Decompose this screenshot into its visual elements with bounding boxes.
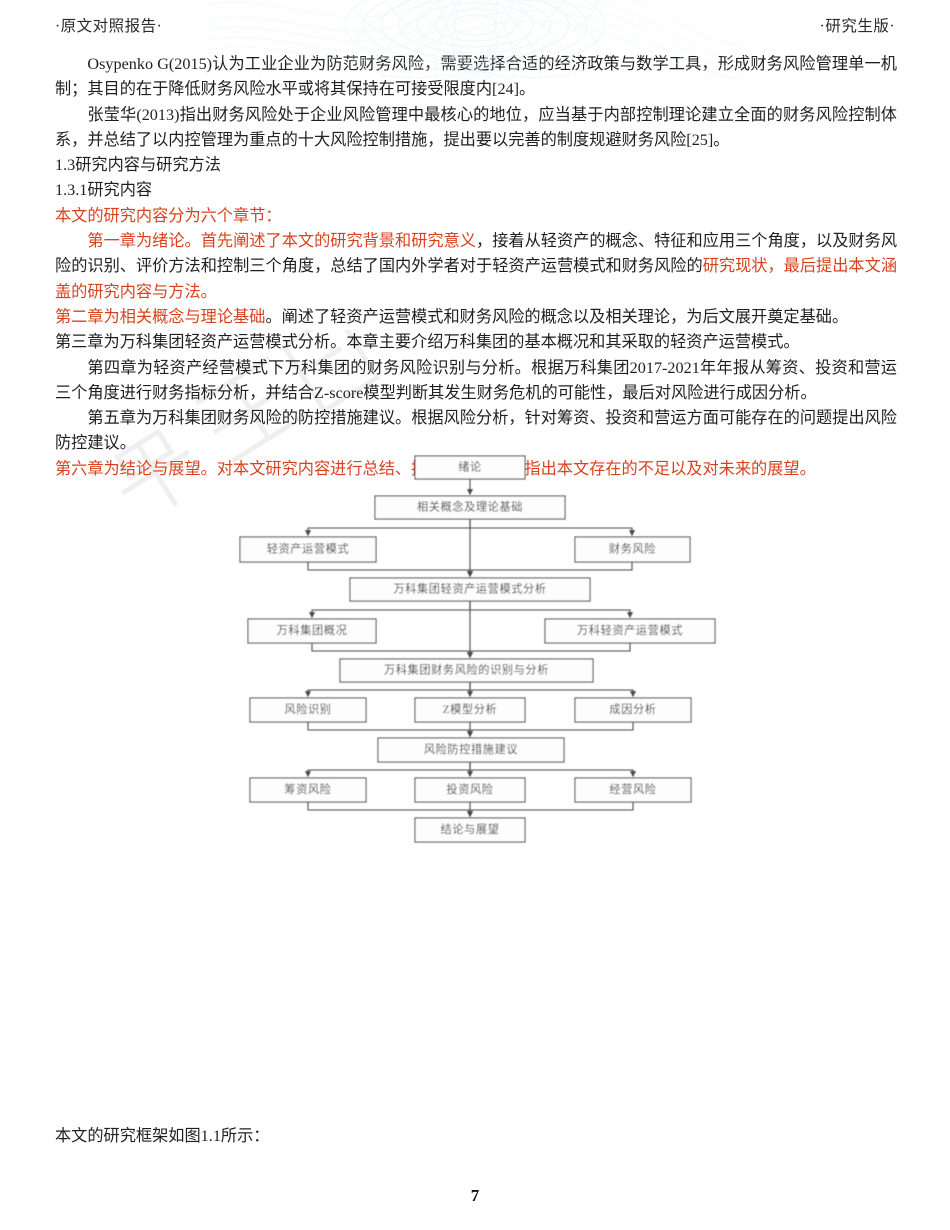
- flowchart-node-label: 风险防控措施建议: [424, 742, 518, 756]
- flowchart-node-box: [574, 536, 691, 563]
- flowchart-node-box: [249, 697, 367, 723]
- flowchart-node-box: [377, 737, 565, 763]
- flowchart-node-box: [247, 618, 377, 644]
- flowchart-node-box: [339, 658, 594, 683]
- flowchart-node-box: [574, 777, 692, 803]
- text-run: 1.3.1研究内容: [55, 181, 153, 200]
- flowchart-node-box: [349, 577, 591, 602]
- flowchart-node: 投资风险: [414, 777, 526, 803]
- flowchart-node-label: 投资风险: [446, 782, 493, 796]
- text-run: 第一章为绪论。首先阐述了本文的研究背景和研究意义: [87, 232, 477, 251]
- flowchart-node-box: [414, 777, 526, 803]
- text-run: ，接着从轻资产的概念、特征和应用三个角度，以及财务风险的识别、评价方法和控制三个…: [55, 232, 898, 276]
- page-header: ·原文对照报告· ·研究生版·: [0, 0, 950, 80]
- flowchart-node-label: 结论与展望: [441, 822, 500, 836]
- flowchart-node-label: 轻资产运营模式: [267, 542, 350, 556]
- flowchart-node: 筹资风险: [249, 777, 367, 803]
- text-run: 张莹华(2013)指出财务风险处于企业风险管理中最核心的地位，应当基于内部控制理…: [55, 105, 897, 149]
- flowchart-node-box: [374, 495, 566, 520]
- flowchart-node-box: [544, 618, 716, 644]
- flowchart-node-label: 财务风险: [609, 542, 656, 556]
- flowchart-node-label: 绪论: [458, 460, 482, 474]
- document-body: Osypenko G(2015)认为工业企业为防范财务风险，需要选择合适的经济政…: [55, 52, 897, 482]
- flowchart-node-box: [414, 817, 526, 843]
- flowchart-node-box: [574, 697, 692, 723]
- text-run: 第五章为万科集团财务风险的防控措施建议。根据风险分析，针对筹资、投资和营运方面可…: [55, 409, 897, 453]
- flowchart-node-label: 万科集团财务风险的识别与分析: [384, 663, 549, 677]
- paragraph-p-chapter2: 第二章为相关概念与理论基础。阐述了轻资产运营模式和财务风险的概念以及相关理论，为…: [55, 305, 897, 330]
- paragraph-p-osypenko: Osypenko G(2015)认为工业企业为防范财务风险，需要选择合适的经济政…: [55, 52, 897, 103]
- flowchart-node: 风险识别: [249, 697, 367, 723]
- flowchart-node: 万科集团概况: [247, 618, 377, 644]
- flowchart-node: 财务风险: [574, 536, 691, 563]
- flowchart-node-label: 风险识别: [284, 702, 331, 716]
- flowchart-node: 经营风险: [574, 777, 692, 803]
- flowchart-node-box: [414, 697, 526, 723]
- paragraph-p-chapter4: 第四章为轻资产经营模式下万科集团的财务风险识别与分析。根据万科集团2017-20…: [55, 356, 897, 407]
- paragraph-h-1-3: 1.3研究内容与研究方法: [55, 153, 897, 178]
- flowchart-node: 万科集团财务风险的识别与分析: [339, 658, 594, 683]
- flowchart-node: 轻资产运营模式: [239, 536, 377, 563]
- flowchart-node: 万科集团轻资产运营模式分析: [349, 577, 591, 602]
- paragraph-p-six-chapters: 本文的研究内容分为六个章节：: [55, 204, 897, 229]
- flowchart-node-label: 相关概念及理论基础: [417, 500, 523, 514]
- text-run: 1.3研究内容与研究方法: [55, 156, 221, 175]
- text-run: 。阐述了轻资产运营模式和财务风险的概念以及相关理论，为后文展开奠定基础。: [265, 307, 849, 326]
- research-framework-flowchart: 绪论相关概念及理论基础轻资产运营模式 财务风险万科集团轻资产运营模式分析万科集团概…: [230, 450, 730, 850]
- text-run: 本文的研究内容分为六个章节：: [55, 206, 282, 225]
- header-left-label: ·原文对照报告·: [55, 18, 163, 35]
- paragraph-p-chapter3: 第三章为万科集团轻资产运营模式分析。本章主要介绍万科集团的基本概况和其采取的轻资…: [55, 330, 897, 355]
- text-run: 第四章为轻资产经营模式下万科集团的财务风险识别与分析。根据万科集团2017-20…: [55, 358, 897, 402]
- paragraph-p-chapter1: 第一章为绪论。首先阐述了本文的研究背景和研究意义，接着从轻资产的概念、特征和应用…: [55, 229, 897, 305]
- flowchart-node: 绪论: [414, 455, 526, 480]
- flowchart-node-label: 万科集团轻资产运营模式分析: [393, 582, 546, 596]
- flowchart-node-label: 筹资风险: [284, 782, 331, 796]
- flowchart-node-label: 成因分析: [609, 702, 656, 716]
- paragraph-p-zhangyinghua: 张莹华(2013)指出财务风险处于企业风险管理中最核心的地位，应当基于内部控制理…: [55, 103, 897, 154]
- flowchart-node-label: Z模型分析: [443, 702, 498, 716]
- flowchart-node-box: [239, 536, 377, 563]
- flowchart-node: 相关概念及理论基础: [374, 495, 566, 520]
- flowchart-node-label: 经营风险: [609, 782, 656, 796]
- text-run: 第三章为万科集团轻资产运营模式分析。本章主要介绍万科集团的基本概况和其采取的轻资…: [55, 333, 800, 352]
- paragraph-h-1-3-1: 1.3.1研究内容: [55, 178, 897, 203]
- header-right-label: ·研究生版·: [819, 18, 895, 35]
- flowchart-node: 万科轻资产运营模式: [544, 618, 716, 644]
- text-run: 第二章为相关概念与理论基础: [55, 307, 266, 326]
- flowchart-node: 成因分析: [574, 697, 692, 723]
- flowchart-node-label: 万科集团概况: [277, 623, 348, 637]
- figure-caption-line: 本文的研究框架如图1.1所示：: [55, 1127, 270, 1145]
- flowchart-node-label: 万科轻资产运营模式: [577, 623, 683, 637]
- flowchart-node-box: [414, 455, 526, 480]
- flowchart-node: 风险防控措施建议: [377, 737, 565, 763]
- text-run: 研究现状，最后提出本文涵盖的研究内容与方法。: [55, 257, 898, 301]
- flowchart-node-box: [249, 777, 367, 803]
- flowchart-node: Z模型分析: [414, 697, 526, 723]
- page-number: 7: [470, 1186, 480, 1205]
- flowchart-node: 结论与展望: [414, 817, 526, 843]
- text-run: Osypenko G(2015)认为工业企业为防范财务风险，需要选择合适的经济政…: [55, 55, 897, 99]
